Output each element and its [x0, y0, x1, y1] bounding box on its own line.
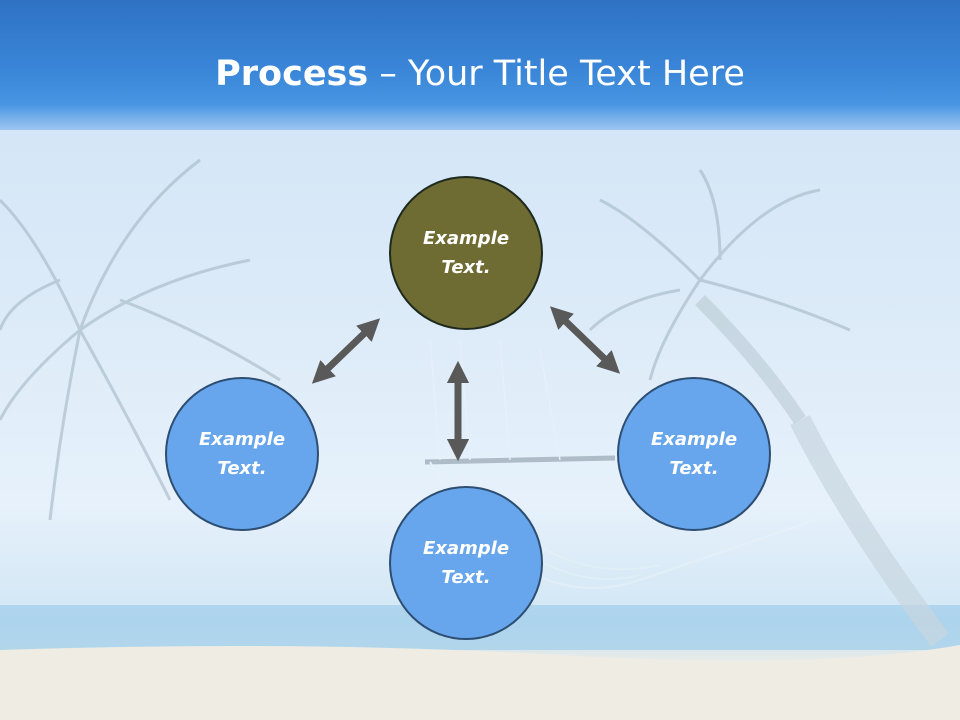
arrow-top-right	[549, 306, 621, 374]
title-bar	[0, 0, 960, 130]
node-bottom-line2: Text.	[441, 567, 491, 588]
node-left-line1: Example	[198, 429, 286, 450]
title-bold: Process	[215, 54, 369, 94]
slide-title: Process – Your Title Text Here	[0, 52, 960, 96]
node-bottom-line1: Example	[422, 538, 510, 559]
node-left-line2: Text.	[217, 458, 267, 479]
title-rest: – Your Title Text Here	[368, 54, 745, 94]
node-right-line1: Example	[650, 429, 738, 450]
arrow-top-left	[311, 318, 381, 384]
node-right-line2: Text.	[669, 458, 719, 479]
node-top-line1: Example	[422, 228, 510, 249]
node-top-line2: Text.	[441, 257, 491, 278]
